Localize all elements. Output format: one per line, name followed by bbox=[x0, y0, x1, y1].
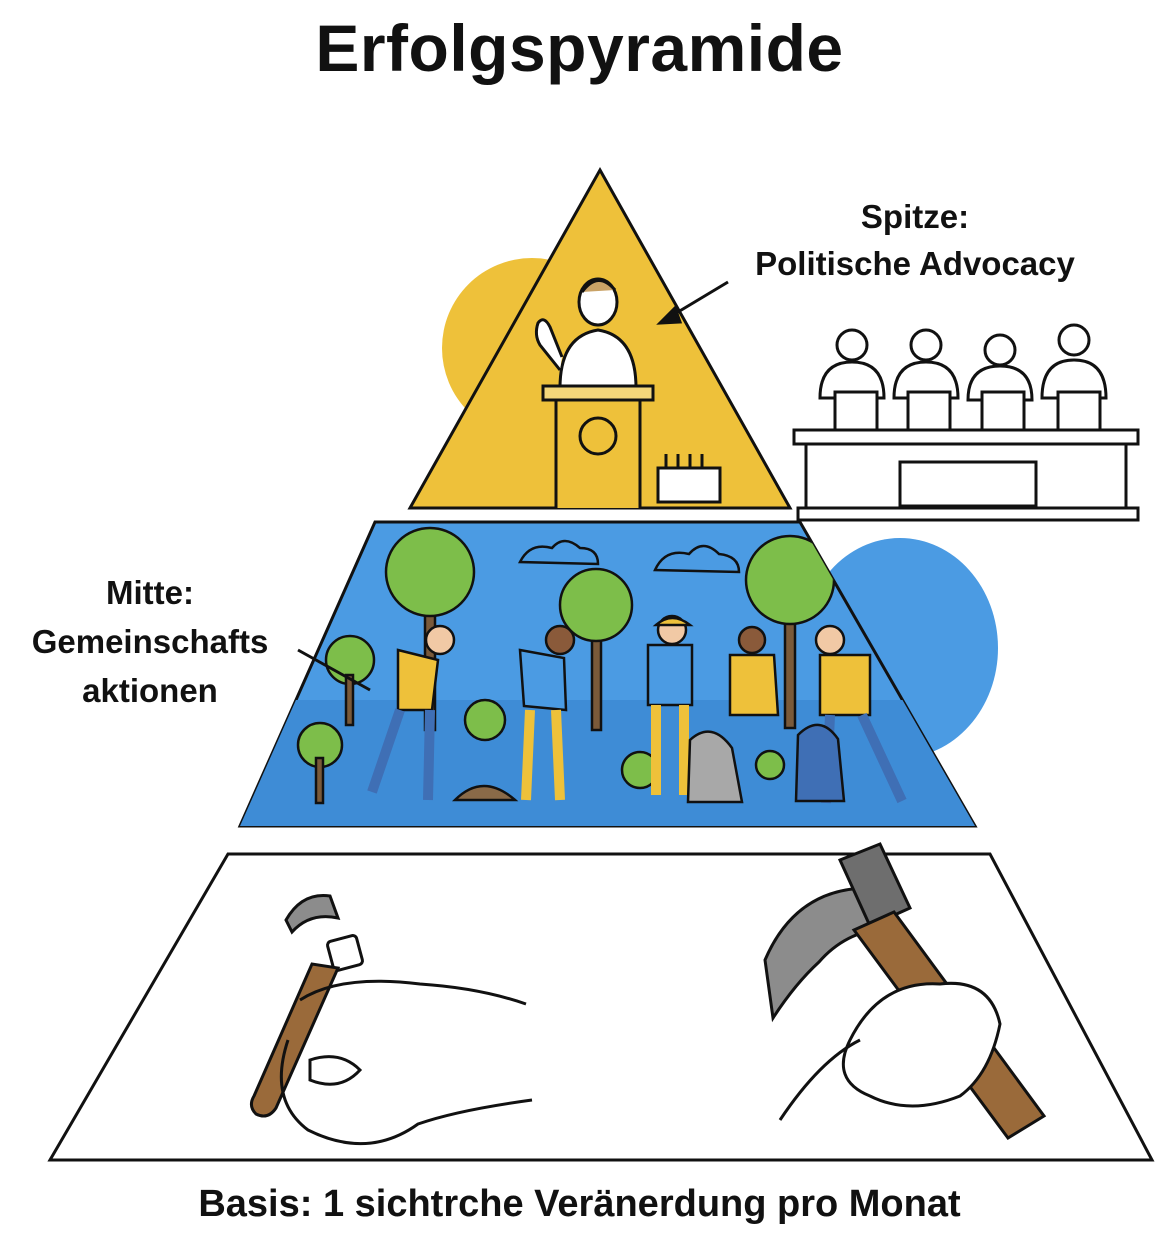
arrow-to-top-icon bbox=[656, 280, 729, 325]
middle-level-trapezoid bbox=[237, 520, 978, 828]
volunteers-planting-trees-icon bbox=[240, 526, 975, 826]
top-level-label-heading: Spitze: bbox=[860, 198, 970, 235]
middle-level-label-text-2: aktionen bbox=[82, 672, 218, 709]
base-level-parallelogram bbox=[47, 842, 1155, 1162]
council-panel-icon bbox=[792, 323, 1140, 522]
top-level-label-text: Politische Advocacy bbox=[755, 245, 1075, 282]
top-level-triangle bbox=[407, 166, 793, 510]
base-level-label: Basis: 1 sichtrche Veränerdung pro Monat bbox=[198, 1183, 961, 1225]
middle-level-label: Mitte: Gemeinschafts aktionen bbox=[0, 568, 300, 715]
hand-with-small-chisel-icon bbox=[249, 894, 533, 1146]
arrow-to-middle-icon bbox=[297, 648, 371, 692]
speaker-at-podium-icon bbox=[534, 277, 722, 508]
middle-level-label-heading: Mitte: bbox=[106, 574, 194, 611]
top-level-label: Spitze: Politische Advocacy bbox=[705, 193, 1125, 287]
middle-level-label-text-1: Gemeinschafts bbox=[31, 623, 269, 660]
hand-with-hammer-icon bbox=[763, 842, 1047, 1140]
page-title: Erfolgspyramide bbox=[315, 11, 844, 85]
